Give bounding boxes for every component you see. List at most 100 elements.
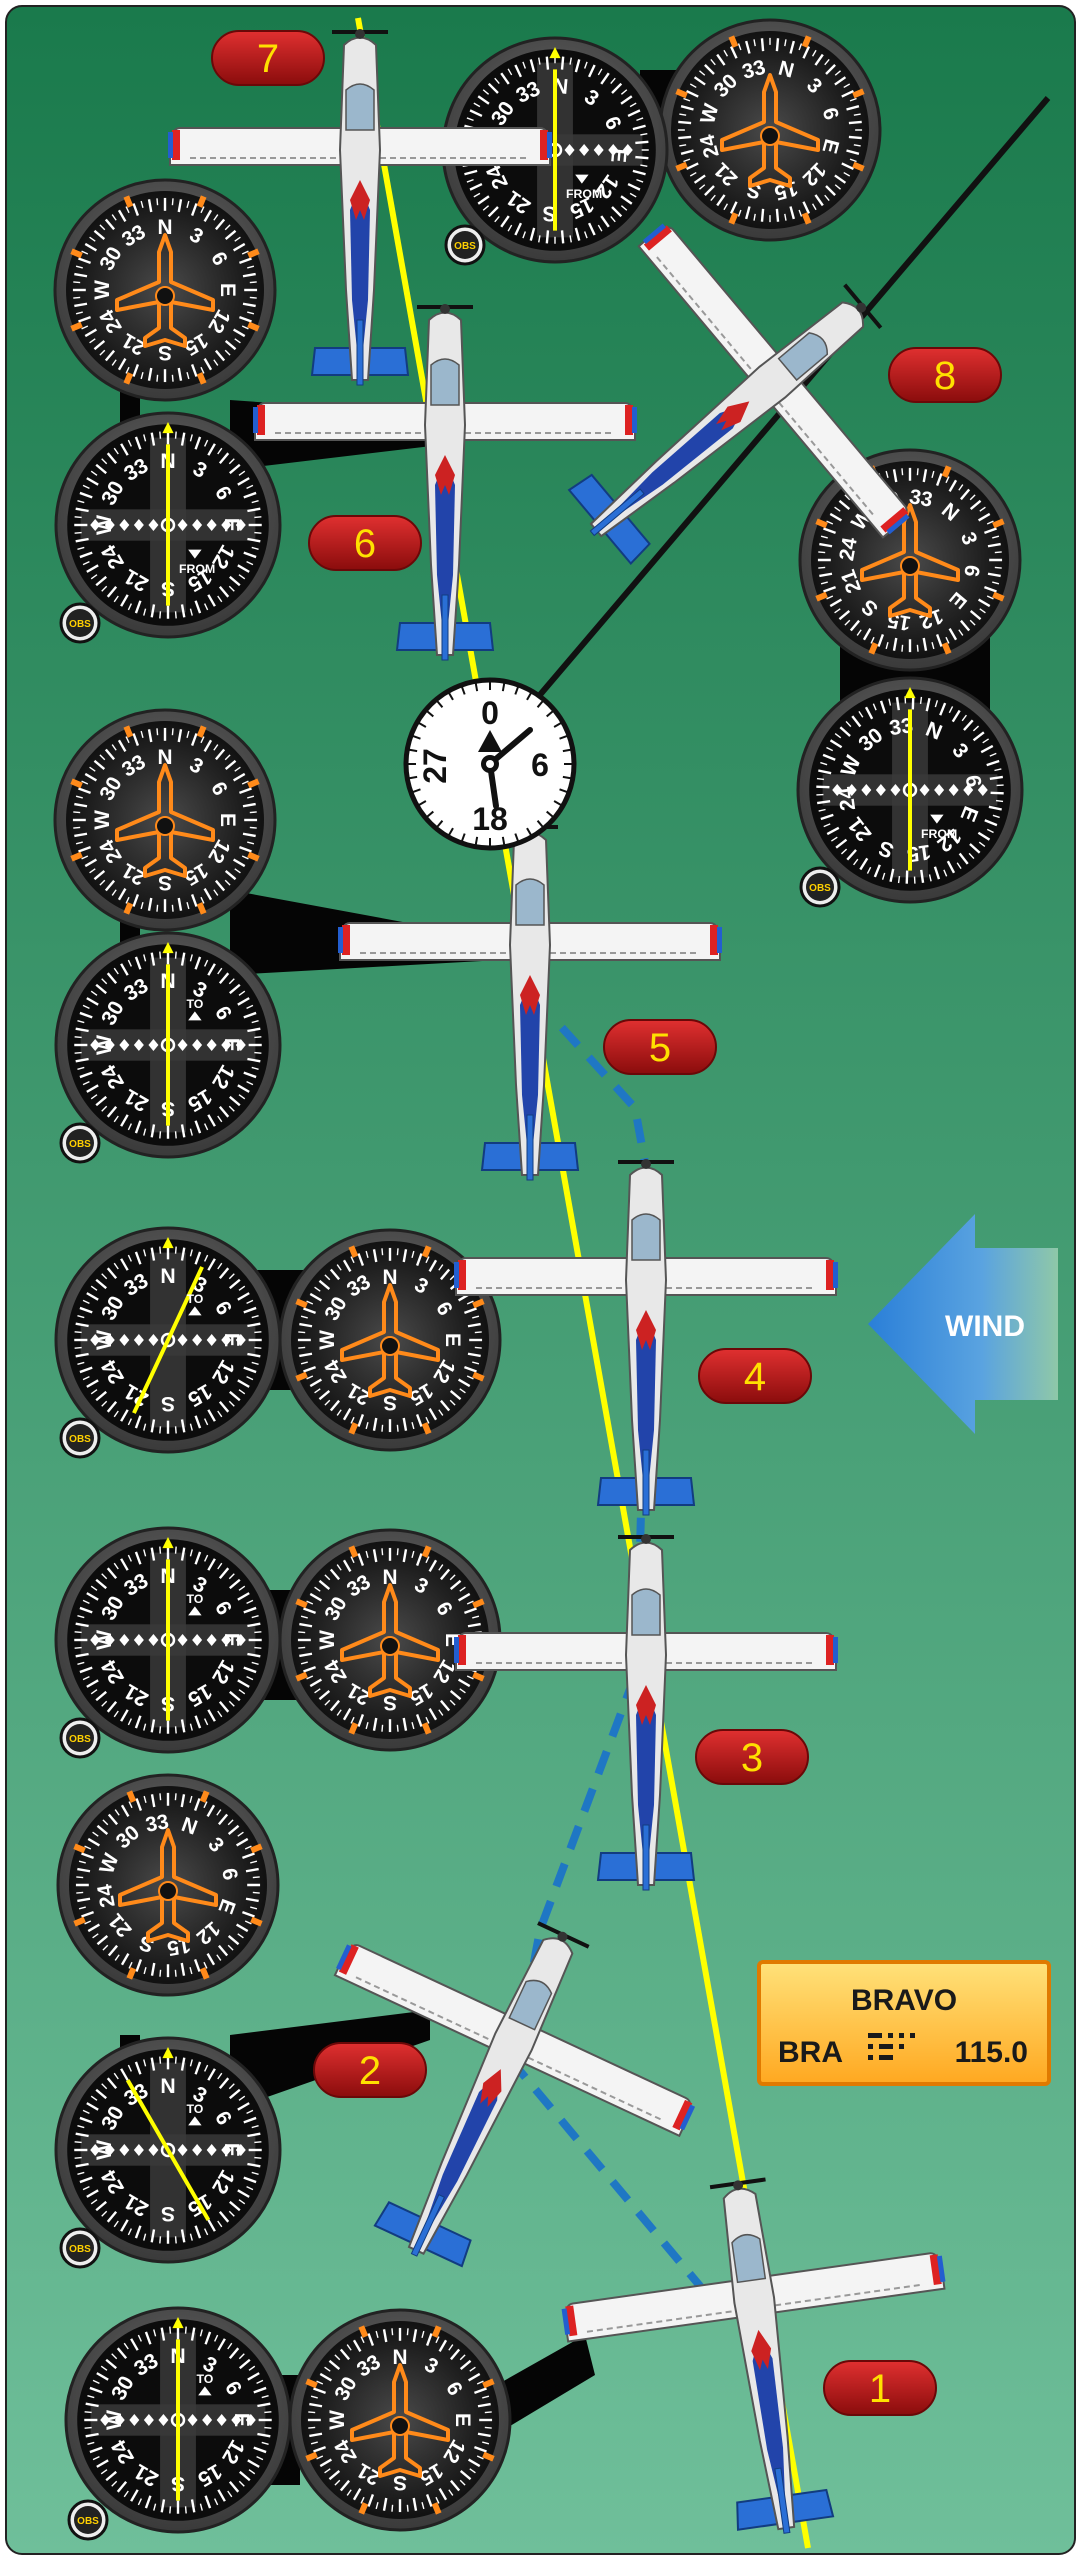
airplane-position-2 [333, 1921, 696, 2268]
deviation-dot [177, 2144, 188, 2156]
heading-airplane-icon [115, 233, 215, 348]
heading-airplane-icon [340, 1283, 440, 1398]
dial-numeral: 6 [961, 774, 985, 789]
to-flag-label: TO [186, 997, 203, 1011]
to-flag-icon [188, 1011, 202, 1021]
to-flag-label: TO [186, 1292, 203, 1306]
dial-numeral: 24 [93, 1882, 120, 1909]
deviation-dot [934, 784, 945, 796]
deviation-dot [235, 519, 246, 531]
obs-label: OBS [69, 2244, 91, 2255]
deviation-dot [104, 519, 115, 531]
deviation-dot [579, 144, 590, 156]
wind-arrow: WIND [868, 1214, 1058, 1434]
deviation-dot [245, 2414, 256, 2426]
deviation-dot [90, 519, 101, 531]
obs-knob-icon: OBS [67, 2499, 109, 2541]
to-flag-icon [188, 1606, 202, 1616]
dial-numeral: S [383, 1391, 397, 1414]
deviation-dot [192, 2144, 203, 2156]
obs-knob-icon: OBS [444, 224, 486, 266]
from-flag-label: FROM [179, 562, 215, 576]
position-number: 1 [869, 2367, 891, 2411]
obs-label: OBS [69, 619, 91, 630]
position-number: 2 [359, 2049, 381, 2093]
dial-numeral: W [316, 1630, 339, 1650]
deviation-dot [963, 784, 974, 796]
deviation-dot [90, 1039, 101, 1051]
wind-label: WIND [945, 1310, 1025, 1343]
cdi-needle [125, 2079, 211, 2221]
deviation-dot [206, 1334, 217, 1346]
position-number: 4 [744, 1355, 766, 1399]
deviation-dot [90, 1634, 101, 1646]
heading-airplane-icon [350, 2363, 450, 2478]
airplane-position-8 [567, 223, 910, 566]
deviation-dot [206, 2144, 217, 2156]
from-flag-icon [575, 174, 589, 184]
obs-label: OBS [77, 2516, 99, 2527]
heading-airplane-icon [118, 1828, 218, 1943]
deviation-dot [119, 1634, 130, 1646]
dial-numeral: S [393, 2471, 407, 2494]
dial-numeral: N [157, 746, 172, 769]
dial-numeral: E [216, 813, 239, 827]
position-badge-8: 8 [888, 347, 1002, 403]
position-number: 3 [741, 1736, 763, 1780]
deviation-dot [192, 519, 203, 531]
airplane-position-6 [253, 304, 637, 661]
deviation-dot [206, 1634, 217, 1646]
deviation-dot [177, 519, 188, 531]
deviation-dot [861, 784, 872, 796]
dial-numeral: N [382, 1266, 397, 1289]
obs-label: OBS [69, 1734, 91, 1745]
to-flag-icon [198, 2386, 212, 2396]
deviation-dot [148, 1334, 159, 1346]
deviation-dot [129, 2414, 140, 2426]
deviation-dot [608, 144, 619, 156]
dial-numeral: W [91, 810, 114, 830]
bearing-label: 0 [481, 695, 499, 731]
deviation-dot [221, 1334, 232, 1346]
deviation-dot [206, 519, 217, 531]
dial-numeral: E [216, 283, 239, 297]
deviation-dot [148, 519, 159, 531]
dial-numeral: S [158, 871, 172, 894]
deviation-dot [119, 519, 130, 531]
instruments: N36E1215S2124W3033N36E1215S2124W3033FROM… [53, 18, 1024, 2541]
deviation-dot [221, 519, 232, 531]
deviation-dot [177, 1334, 188, 1346]
dial-numeral: N [157, 216, 172, 239]
deviation-dot [133, 1039, 144, 1051]
to-flag-label: TO [186, 1592, 203, 1606]
obs-knob-icon: OBS [59, 1417, 101, 1459]
deviation-dot [119, 1039, 130, 1051]
instrument-connector [120, 2010, 430, 2110]
deviation-dot [119, 2144, 130, 2156]
airplane-position-5 [338, 824, 722, 1181]
deviation-dot [216, 2414, 227, 2426]
heading-airplane-icon [340, 1583, 440, 1698]
position-number: 7 [257, 37, 279, 81]
to-flag-icon [188, 1306, 202, 1316]
deviation-dot [890, 784, 901, 796]
to-flag-icon [188, 2116, 202, 2126]
deviation-dot [104, 2144, 115, 2156]
deviation-dot [235, 1039, 246, 1051]
airplane-position-1 [561, 2177, 946, 2534]
deviation-dot [104, 1039, 115, 1051]
deviation-dot [231, 2414, 242, 2426]
deviation-dot [235, 1334, 246, 1346]
